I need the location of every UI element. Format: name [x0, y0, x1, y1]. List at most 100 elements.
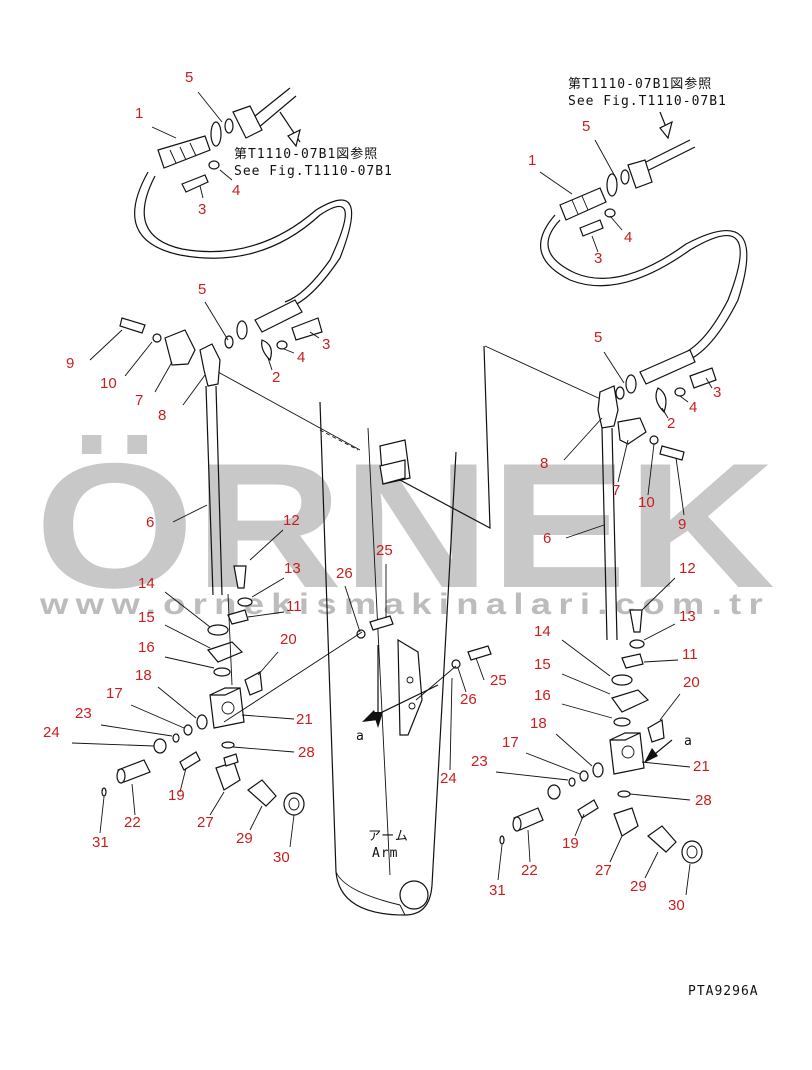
callout-leader [232, 746, 295, 753]
part-number-callout: 2 [667, 415, 675, 432]
right-ref-jp: 第T1110-07B1図参照 [568, 76, 712, 92]
callout-leader [151, 126, 177, 139]
callout-leader [629, 793, 691, 801]
callout-leader [247, 611, 285, 618]
callout-leader [289, 814, 295, 848]
part-number-callout: 4 [624, 229, 632, 246]
callout-leader [179, 767, 187, 793]
callout-leader [344, 585, 361, 633]
arm-label-en: Arm [372, 846, 398, 861]
part-number-callout: 7 [135, 392, 143, 409]
part-number-callout: 24 [440, 770, 457, 787]
callout-leader [659, 693, 681, 721]
part-number-callout: 11 [682, 646, 698, 663]
callout-leader [100, 724, 173, 737]
callout-leader [641, 761, 691, 768]
left-ref-jp: 第T1110-07B1図参照 [234, 146, 378, 162]
part-number-callout: 26 [460, 691, 477, 708]
callout-leader [283, 348, 295, 354]
callout-leader [99, 796, 105, 834]
part-number-callout: 8 [158, 407, 166, 424]
part-number-callout: 18 [135, 667, 152, 684]
callout-leader [643, 659, 679, 663]
callout-leader [574, 813, 585, 837]
callout-leader [679, 395, 689, 403]
part-number-callout: 1 [135, 105, 143, 122]
callout-leader [209, 791, 225, 816]
part-number-callout: 29 [236, 830, 253, 847]
part-number-callout: 9 [678, 516, 686, 533]
left-ref-en: See Fig.T1110-07B1 [234, 164, 393, 179]
callout-leader [661, 407, 669, 419]
part-number-callout: 24 [43, 724, 60, 741]
right-assembly [415, 111, 748, 864]
callout-leader [71, 742, 155, 747]
part-number-callout: 22 [124, 814, 141, 831]
part-number-callout: 3 [594, 250, 602, 267]
part-number-callout: 21 [296, 711, 313, 728]
part-number-callout: 4 [689, 399, 697, 416]
reference-notes: 第T1110-07B1図参照 See Fig.T1110-07B1 第T1110… [234, 76, 758, 999]
part-number-callout: 18 [530, 715, 547, 732]
part-number-callout: 25 [490, 672, 507, 689]
part-number-callout: 27 [595, 862, 612, 879]
part-number-callout: 4 [297, 349, 305, 366]
part-number-callout: 20 [280, 631, 297, 648]
part-number-callout: 6 [543, 530, 551, 547]
callout-leader [172, 504, 208, 523]
callout-leader [609, 835, 623, 863]
arm-label-jp: アーム [368, 829, 409, 844]
callout-leader [199, 185, 204, 199]
callout-leader [561, 639, 611, 677]
part-number-callout: 15 [138, 609, 155, 626]
arm-outline [217, 345, 608, 916]
callout-leader [705, 377, 713, 389]
callout-leader [594, 139, 618, 181]
part-number-callout: 10 [100, 375, 117, 392]
detail-arrows [362, 645, 673, 763]
part-number-callout: 25 [376, 542, 393, 559]
part-number-callout: 12 [679, 560, 696, 577]
callout-leader [609, 215, 623, 231]
part-number-callout: 19 [562, 835, 579, 852]
part-number-callout: 5 [185, 69, 193, 86]
part-number-callout: 12 [283, 512, 300, 529]
part-number-callout: 28 [695, 792, 712, 809]
part-number-callout: 26 [336, 565, 353, 582]
callout-leader [130, 704, 185, 729]
callout-leader [457, 667, 467, 693]
callout-leader [241, 714, 295, 720]
left-assembly [101, 87, 394, 816]
watermark-url: www.ornekismakinalari.com.tr [39, 588, 770, 621]
callout-leader [197, 91, 223, 123]
part-number-callout: 31 [489, 882, 506, 899]
part-number-callout: 1 [528, 152, 536, 169]
detail-a-right: a [684, 734, 693, 749]
part-number-callout: 2 [272, 369, 280, 386]
part-number-callout: 22 [521, 862, 538, 879]
callout-leader [131, 783, 136, 816]
callout-leader [164, 624, 211, 649]
callout-leader [644, 851, 659, 879]
callout-leader [685, 863, 691, 896]
part-number-callout: 16 [138, 639, 155, 656]
part-number-callout: 7 [612, 482, 620, 499]
callout-leader [539, 171, 573, 195]
part-number-callout: 16 [534, 687, 551, 704]
callout-leader [591, 235, 599, 253]
part-number-callout: 13 [284, 560, 301, 577]
callout-leader [219, 169, 233, 181]
part-number-callout: 13 [679, 608, 696, 625]
callout-leader [675, 457, 685, 516]
callout-leader [164, 591, 211, 628]
part-number-callout: 23 [75, 705, 92, 722]
part-number-callout: 28 [298, 744, 315, 761]
callout-leader [603, 351, 625, 384]
callout-leader [204, 301, 229, 341]
callout-leader [641, 577, 676, 611]
part-number-callout: 5 [594, 329, 602, 346]
callout-leader [563, 417, 603, 461]
callout-leader [565, 524, 605, 539]
